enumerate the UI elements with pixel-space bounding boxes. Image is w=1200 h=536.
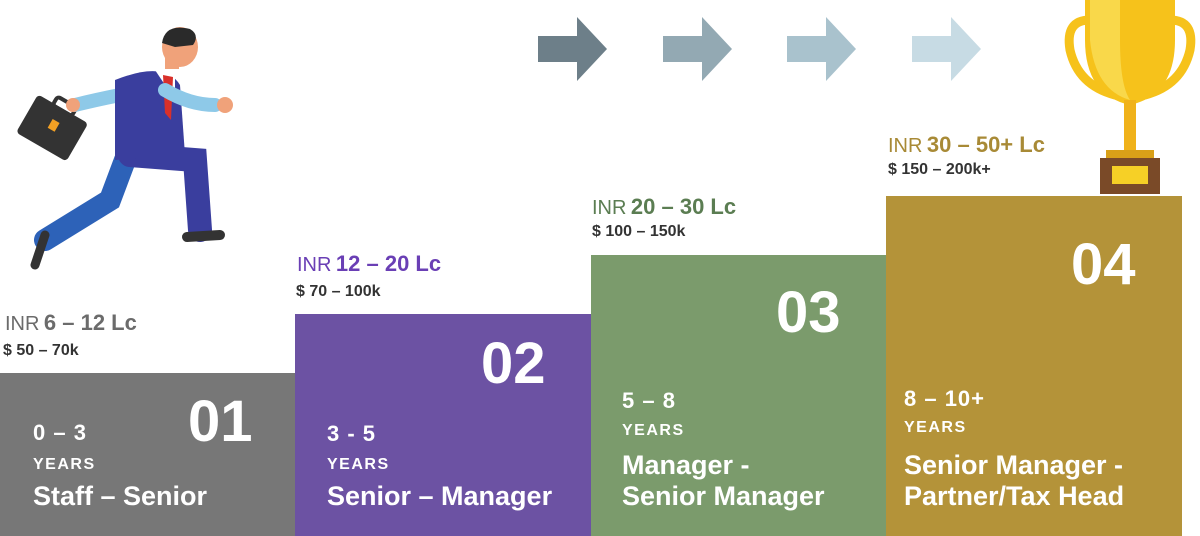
step-01-years-label: YEARS xyxy=(33,456,96,473)
step-02-years-value: 3 - 5 xyxy=(327,421,377,446)
step-03-salary-usd: $ 100 – 150k xyxy=(592,223,686,240)
step-02-salary-inr: INR 12 – 20 Lc xyxy=(297,251,441,277)
inr-prefix: INR xyxy=(888,135,923,157)
trophy-icon xyxy=(1064,0,1196,194)
step-01-role: Staff – Senior xyxy=(33,481,208,511)
inr-range: 20 – 30 Lc xyxy=(630,194,737,219)
arrow-right-icon xyxy=(538,17,607,81)
inr-prefix: INR xyxy=(5,313,40,335)
step-03-block xyxy=(591,255,886,536)
step-04-salary-usd: $ 150 – 200k+ xyxy=(888,161,991,178)
arrow-right-icon xyxy=(663,17,732,81)
step-04-years-label: YEARS xyxy=(904,419,967,436)
inr-prefix: INR xyxy=(592,197,627,219)
step-01-number: 01 xyxy=(188,389,253,454)
step-01-salary-usd: $ 50 – 70k xyxy=(3,342,79,359)
businessman-running-icon xyxy=(17,27,233,270)
step-02-years-label: YEARS xyxy=(327,456,390,473)
step-01-block xyxy=(0,373,295,536)
step-04-years-value: 8 – 10+ xyxy=(904,386,986,411)
step-04-number: 04 xyxy=(1071,232,1136,297)
step-03-years-value: 5 – 8 xyxy=(622,388,676,413)
step-03-salary-inr: INR 20 – 30 Lc xyxy=(592,194,736,220)
step-03-years-label: YEARS xyxy=(622,422,685,439)
step-04-salary-inr: INR 30 – 50+ Lc xyxy=(888,132,1045,158)
inr-range: 12 – 20 Lc xyxy=(335,251,442,276)
step-02-number: 02 xyxy=(481,331,546,396)
step-04-role: Senior Manager - Partner/Tax Head xyxy=(904,450,1125,511)
step-03-number: 03 xyxy=(776,280,841,345)
step-02-role: Senior – Manager xyxy=(327,481,553,511)
arrow-right-icon xyxy=(787,17,856,81)
step-04-block xyxy=(886,196,1182,536)
inr-prefix: INR xyxy=(297,254,332,276)
arrow-right-icon xyxy=(912,17,981,81)
step-01-years-value: 0 – 3 xyxy=(33,420,87,445)
step-02-salary-usd: $ 70 – 100k xyxy=(296,283,381,300)
progress-arrows xyxy=(538,17,981,81)
step-01-salary-inr: INR 6 – 12 Lc xyxy=(5,310,137,336)
step-02-block xyxy=(295,314,591,536)
step-03-role: Manager - Senior Manager xyxy=(622,450,825,511)
inr-range: 30 – 50+ Lc xyxy=(926,132,1045,157)
inr-range: 6 – 12 Lc xyxy=(43,310,137,335)
